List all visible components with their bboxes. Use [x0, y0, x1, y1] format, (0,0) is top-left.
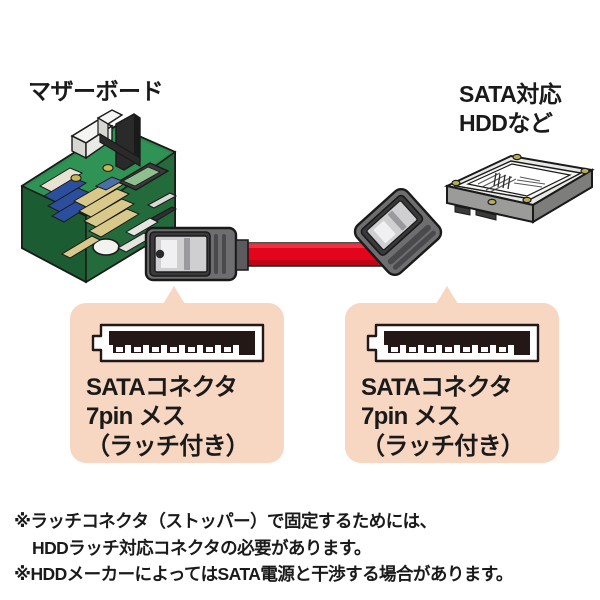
callout-left-line2: 7pin メス: [86, 403, 186, 431]
sata-7pin-female-connector-icon: [91, 323, 265, 363]
hard-disk-drive-illustration: [443, 153, 595, 224]
footnotes: ※ラッチコネクタ（ストッパー）で固定するためには、 HDDラッチ対応コネクタの必…: [14, 508, 594, 588]
footnote-line-3: ※HDDメーカーによってはSATA電源と干渉する場合があります。: [14, 564, 513, 585]
footnote-line-2: HDDラッチ対応コネクタの必要があります。: [32, 537, 371, 558]
hdd-label-line2: HDDなど: [459, 109, 553, 136]
right-angle-sata-connector: [353, 187, 443, 277]
motherboard-illustration: [20, 109, 178, 284]
callout-right: SATAコネクタ 7pin メス （ラッチ付き）: [345, 286, 559, 463]
hdd-label-line1: SATA対応: [459, 81, 562, 107]
callout-right-pointer: [436, 286, 458, 304]
callout-right-text: SATAコネクタ 7pin メス （ラッチ付き）: [361, 373, 553, 461]
callout-right-line2: 7pin メス: [361, 403, 461, 431]
callout-left-text: SATAコネクタ 7pin メス （ラッチ付き）: [86, 373, 278, 461]
footnote-line-1: ※ラッチコネクタ（ストッパー）で固定するためには、: [14, 511, 437, 531]
straight-sata-connector: [144, 226, 249, 282]
sata-cable-illustration: [227, 242, 392, 267]
callout-right-line1: SATAコネクタ: [361, 374, 513, 401]
callout-left-line3: （ラッチ付き）: [86, 432, 250, 460]
callout-left-pointer: [163, 286, 185, 304]
hdd-label: SATA対応 HDDなど: [459, 80, 562, 138]
callout-left-line1: SATAコネクタ: [86, 374, 238, 401]
sata-7pin-female-connector-icon: [366, 323, 540, 363]
motherboard-label: マザーボード: [28, 78, 164, 104]
callout-left: SATAコネクタ 7pin メス （ラッチ付き）: [70, 286, 284, 463]
callout-right-line3: （ラッチ付き）: [361, 432, 525, 460]
